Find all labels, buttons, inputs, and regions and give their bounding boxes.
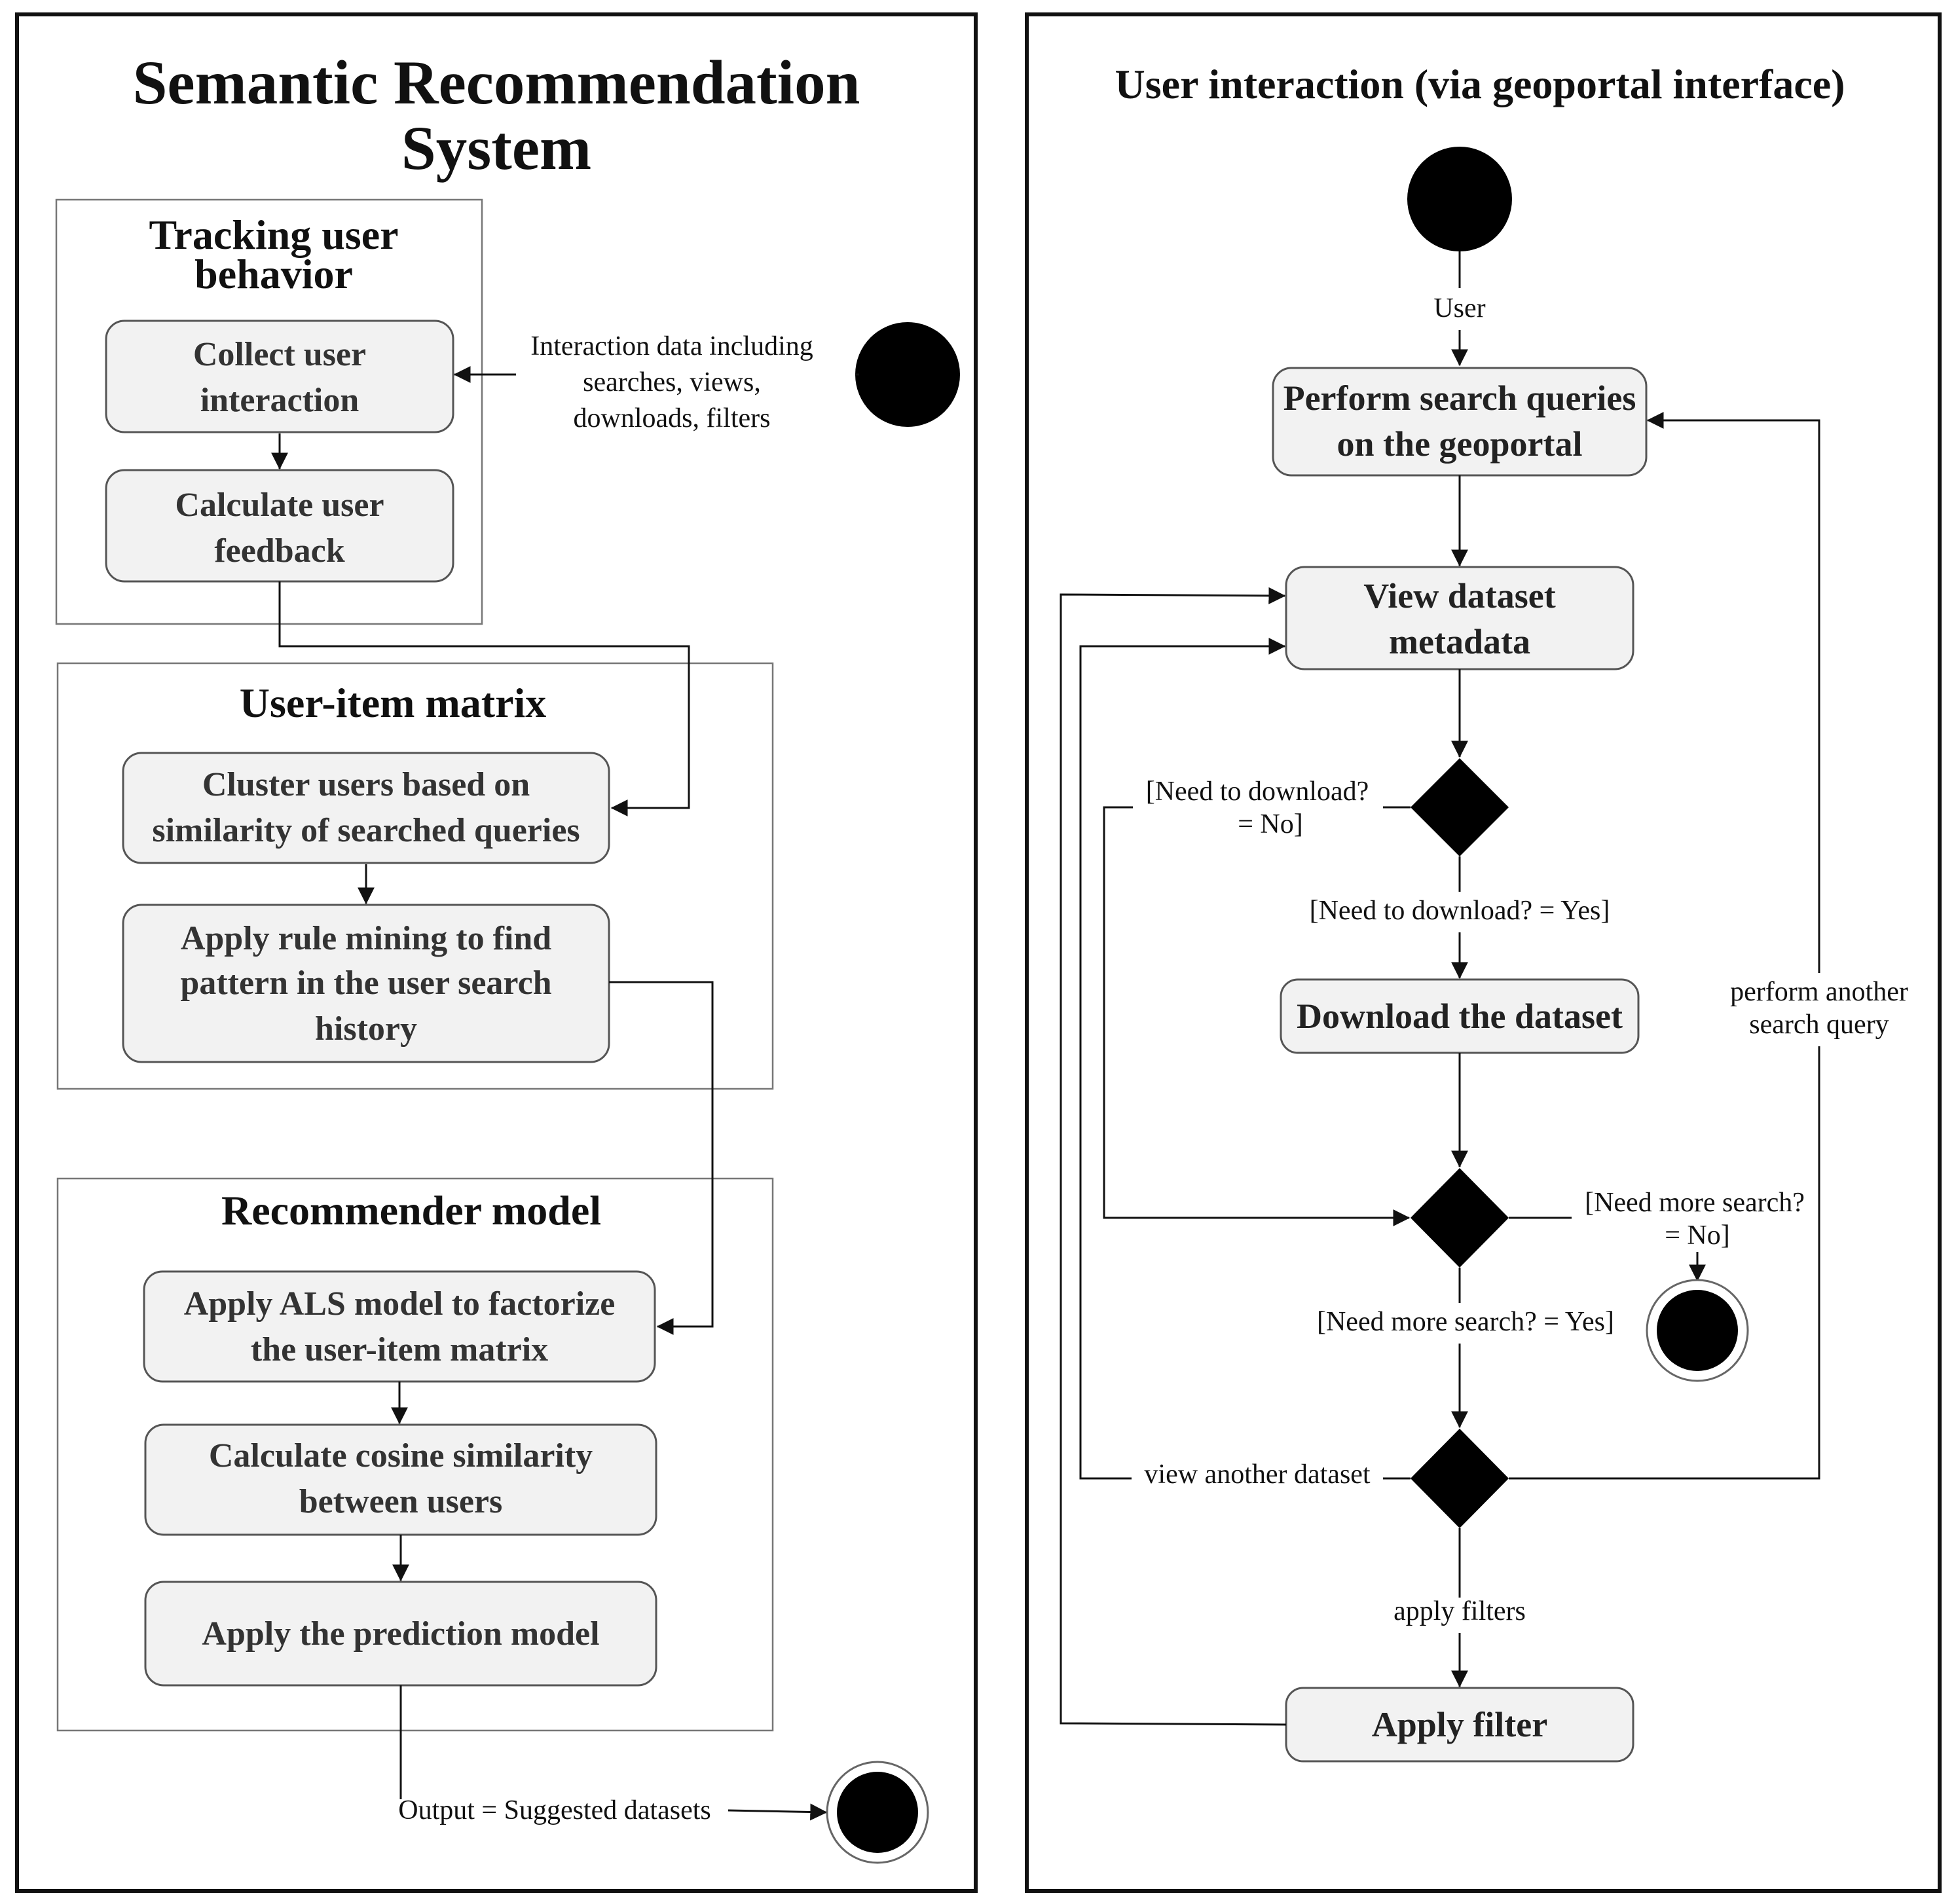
another-search-label-line1: perform another [1730,977,1908,1007]
edge-another-dataset [1079,646,1411,1480]
cosine-line2: between users [299,1483,503,1520]
cosine-line1: Calculate cosine similarity [209,1437,593,1474]
right-initial-node [1407,147,1512,251]
rule-mining-activity: Apply rule mining to find pattern in the… [122,904,610,1063]
model-group: Recommender model Apply ALS model to fac… [56,1177,774,1732]
tracking-group-title-line2: behavior [194,251,353,297]
right-panel-frame [1025,12,1942,1893]
another-search-label-bg [1717,973,1920,1046]
user-label: User [1433,293,1485,323]
predict-activity: Apply the prediction model [144,1581,657,1687]
model-group-title: Recommender model [221,1187,601,1234]
als-line2: the user-item matrix [251,1331,548,1368]
right-panel-title: User interaction (via geoportal interfac… [1115,61,1845,107]
als-line1: Apply ALS model to factorize [184,1285,616,1323]
another-dataset-label: view another dataset [1144,1459,1371,1490]
download-activity: Download the dataset [1280,978,1640,1054]
calculate-feedback-line1: Calculate user [175,486,384,524]
need-download-no-label-line2: = No] [1238,809,1303,839]
matrix-group-title: User-item matrix [240,680,547,726]
left-initial-node [855,322,960,427]
matrix-group: User-item matrix Cluster users based on … [56,662,774,1090]
view-metadata-line1: View dataset [1363,576,1555,615]
tracking-group-frame [55,198,483,625]
left-panel-title-line1: Semantic Recommendation [133,48,860,117]
edge-download-no [1103,806,1411,1218]
left-panel: Semantic Recommendation System Tracking … [15,12,978,1893]
right-final-node [1646,1279,1749,1382]
decision-more-search-diamond [1411,1168,1509,1268]
interaction-data-label-line3: downloads, filters [574,403,771,433]
rule-mining-line1: Apply rule mining to find [181,920,551,957]
edge-feedback-to-cluster [278,581,690,816]
calculate-feedback-line2: feedback [214,532,344,570]
collect-interaction-line2: interaction [200,382,360,419]
collect-interaction-activity: Collect user interaction [105,320,454,433]
collect-interaction-line1: Collect user [193,336,366,373]
apply-filters-label: apply filters [1393,1596,1526,1626]
edge-filter-to-view [1060,587,1287,1726]
matrix-group-frame [56,662,774,1090]
edge-rule-to-als [609,981,714,1335]
cluster-users-line2: similarity of searched queries [152,812,580,849]
apply-filter-activity: Apply filter [1285,1687,1634,1763]
need-more-no-label-line2: = No] [1665,1220,1730,1251]
cluster-users-activity: Cluster users based on similarity of sea… [122,752,610,864]
need-more-no-label-line1: [Need more search? [1585,1188,1805,1218]
search-activity: Perform search queries on the geoportal [1272,367,1648,477]
cosine-activity: Calculate cosine similarity between user… [144,1423,657,1536]
als-activity: Apply ALS model to factorize the user-it… [143,1270,656,1383]
view-metadata-activity: View dataset metadata [1285,566,1634,670]
right-panel: User interaction (via geoportal interfac… [1025,12,1942,1893]
cluster-users-line1: Cluster users based on [202,766,530,803]
edge-another-search [1509,412,1820,1480]
need-more-yes-label: [Need more search? = Yes] [1317,1307,1614,1337]
model-group-frame [56,1177,774,1732]
view-metadata-line2: metadata [1389,622,1530,661]
decision-next-action-diamond [1411,1429,1509,1528]
output-label: Output = Suggested datasets [398,1795,710,1825]
left-panel-frame [15,12,978,1893]
left-final-node [826,1761,929,1864]
rule-mining-box [122,904,610,1063]
need-download-no-label-line1: [Need to download? [1146,777,1369,807]
another-search-label-line2: search query [1749,1010,1889,1040]
download-text: Download the dataset [1297,997,1623,1036]
interaction-data-label-line1: Interaction data including [530,331,813,361]
apply-filter-text: Apply filter [1372,1705,1547,1744]
tracking-group: Tracking user behavior Collect user inte… [55,198,483,625]
search-line2: on the geoportal [1337,424,1583,464]
edge-output-to-final [728,1803,828,1821]
need-download-yes-label: [Need to download? = Yes] [1310,896,1610,926]
left-panel-title-line2: System [401,113,591,183]
cluster-users-box [122,752,610,864]
search-line1: Perform search queries [1283,378,1636,418]
predict-text: Apply the prediction model [202,1615,599,1653]
rule-mining-line2: pattern in the user search [180,964,551,1002]
tracking-group-title-line1: Tracking user [149,211,398,258]
decision-download-diamond [1411,758,1509,856]
interaction-data-label-line2: searches, views, [583,367,761,397]
rule-mining-line3: history [315,1010,417,1048]
calculate-feedback-activity: Calculate user feedback [105,469,454,583]
